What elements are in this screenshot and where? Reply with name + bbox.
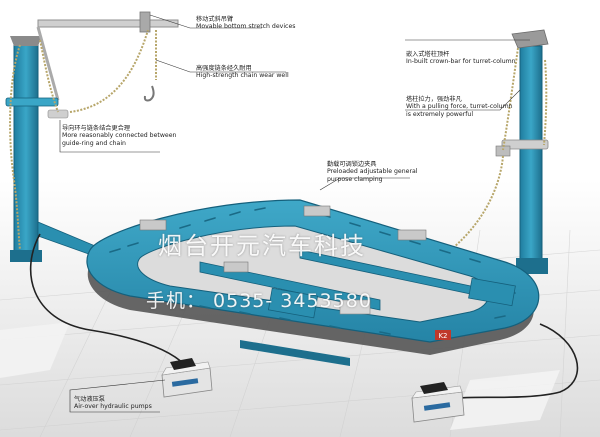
left-guide-ring xyxy=(47,109,69,119)
right-chains xyxy=(439,47,548,259)
callout-crown-bar-zh: 嵌入式塔柱顶杆 xyxy=(406,51,450,58)
left-tower xyxy=(5,11,179,262)
callout-chain-zh: 高强度链条经久耐用 xyxy=(196,65,252,72)
platform-stand xyxy=(240,340,350,366)
air-hydraulic-pump-right xyxy=(411,382,465,423)
watermark-phone: 手机： 0535- 3453580 xyxy=(146,290,372,312)
callout-clamping-en1: Preloaded adjustable general xyxy=(327,168,418,176)
callout-leaders xyxy=(59,14,530,413)
right-tower xyxy=(495,29,549,274)
right-tower-crown-bar xyxy=(511,29,549,49)
right-guide-ring xyxy=(495,145,511,157)
callout-crown-bar: 嵌入式塔柱顶杆 In-built crown-bar for turret-co… xyxy=(406,51,516,66)
callout-pump: 气动液压泵 Air-over hydraulic pumps xyxy=(74,396,152,411)
callout-guide-ring: 导向环与链条结合更合理 More reasonably connected be… xyxy=(62,125,176,147)
callout-pulling-force-zh: 塔柱拉力，强劲非凡 xyxy=(406,96,462,103)
hydraulic-hoses xyxy=(29,233,579,399)
callout-crane: 移动式斜吊臂 Movable bottom stretch devices xyxy=(196,16,295,31)
callout-crane-en: Movable bottom stretch devices xyxy=(196,23,296,31)
callout-chain-en: High-strength chain wear well xyxy=(196,72,289,80)
callout-pulling-force: 塔柱拉力，强劲非凡 With a pulling force, turret-c… xyxy=(406,96,513,118)
callout-clamping-en2: purpose clamping xyxy=(327,175,383,183)
callout-clamping-zh: 勤载可调锁边夹具 xyxy=(327,161,377,168)
callout-guide-ring-en2: guide-ring and chain xyxy=(62,139,126,147)
callout-crown-bar-en: In-built crown-bar for turret-column xyxy=(406,58,516,66)
platform: K2 xyxy=(86,199,540,355)
right-guide-clamp xyxy=(501,139,549,150)
platform-crossbar xyxy=(199,261,381,311)
callout-clamping: 勤载可调锁边夹具 Preloaded adjustable general pu… xyxy=(327,161,418,183)
crane-hook-icon xyxy=(143,85,155,102)
callout-guide-ring-en1: More reasonably connected between xyxy=(62,132,177,140)
callout-crane-zh: 移动式斜吊臂 xyxy=(196,16,234,23)
callout-pump-zh: 气动液压泵 xyxy=(74,396,105,403)
callout-chain: 高强度链条经久耐用 High-strength chain wear well xyxy=(196,65,289,80)
callout-guide-ring-zh: 导向环与链条结合更合理 xyxy=(62,125,131,132)
clamping-units xyxy=(139,205,516,319)
callout-pulling-force-en1: With a pulling force, turret-column xyxy=(406,103,513,111)
platform-badge xyxy=(435,330,451,340)
air-hydraulic-pump-left xyxy=(161,358,213,398)
crane-arm xyxy=(37,19,179,28)
left-chains xyxy=(9,29,157,251)
callout-pump-en: Air-over hydraulic pumps xyxy=(74,403,152,411)
callout-pulling-force-en2: is extremely powerful xyxy=(406,110,474,118)
platform-badge-text: K2 xyxy=(438,332,447,340)
crane-trolley xyxy=(139,11,151,33)
crane-brace xyxy=(36,26,60,101)
left-tower-cap xyxy=(10,36,42,46)
watermark-company: 烟台开元汽车科技 xyxy=(158,232,366,260)
left-guide-bracket xyxy=(5,97,59,107)
